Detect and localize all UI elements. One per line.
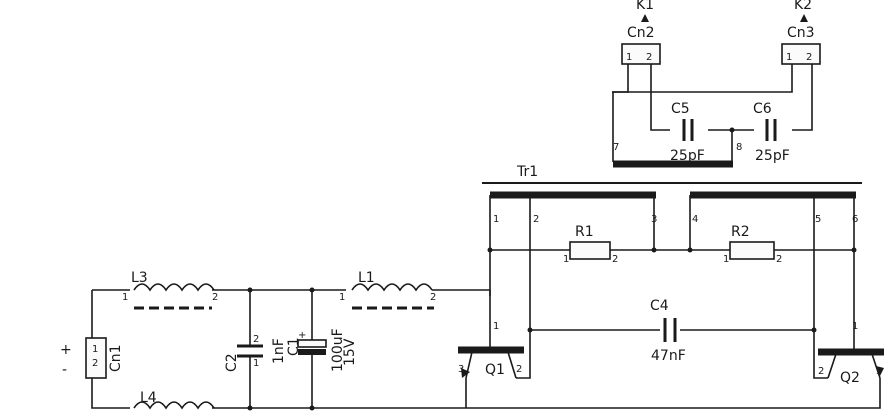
cn3-connector [781, 43, 821, 65]
wire-cn3-pin2 [732, 64, 813, 131]
transformer-tr1: Tr1 1 2 3 4 5 6 [482, 164, 862, 364]
wire-cn1-bottom [91, 378, 130, 409]
q1-pin2: 2 [516, 364, 522, 375]
q1-collector-lead [507, 351, 517, 379]
c2-value: 1nF [271, 338, 287, 364]
wire-q2-emitter-ground [466, 378, 881, 409]
junction-pin3 [651, 247, 657, 253]
k1-label: K1 [636, 0, 654, 13]
c6-value: 25pF [755, 148, 790, 164]
junction-r1 [487, 247, 493, 253]
tr1-pin7: 7 [613, 142, 619, 153]
q1-label: Q1 [485, 362, 505, 378]
input-filter: L3 1 2 L1 1 2 C2 1nF 2 1 C1 100uF 15V + … [60, 270, 881, 411]
junction-c2-bottom [247, 405, 253, 411]
tr1-pin4: 4 [692, 214, 698, 225]
c5-label: C5 [671, 101, 690, 117]
r1-pin2: 2 [612, 254, 618, 265]
tr1-pin3: 3 [651, 214, 657, 225]
c1-plate-a [297, 339, 327, 348]
k2-arrow-icon [800, 14, 808, 22]
q1-collector-pin: 1 [493, 321, 499, 332]
tr1-pin6: 6 [852, 214, 858, 225]
junction-r2 [851, 247, 857, 253]
q2-pin2: 2 [818, 366, 824, 377]
cn1-pin1: 1 [92, 344, 98, 355]
r1-body [569, 241, 611, 260]
l1-pin1: 1 [339, 292, 345, 303]
cn2-pin1: 1 [626, 52, 632, 63]
c2-label: C2 [224, 353, 240, 372]
cn3-pin2: 2 [806, 52, 812, 63]
q2-collector-lead [827, 353, 837, 379]
c5-gap [670, 128, 708, 134]
cn2-connector [621, 43, 661, 65]
tr1-label: Tr1 [516, 164, 538, 180]
r1-pin1: 1 [563, 254, 569, 265]
l4-label: L4 [140, 390, 157, 406]
k2-label: K2 [794, 0, 812, 13]
l3-label: L3 [131, 270, 148, 286]
l3-coil [133, 283, 215, 292]
cn3-label: Cn3 [787, 25, 815, 41]
q1-wire-right [516, 364, 531, 379]
l1-pin2: 2 [430, 292, 436, 303]
l3-pin1: 1 [122, 292, 128, 303]
c1-label: C1 [286, 337, 302, 356]
tr1-pin5: 5 [815, 214, 821, 225]
l4-coil [133, 401, 215, 410]
capacitor-c4: C4 47nF 1 1 [493, 298, 858, 364]
l1-label: L1 [358, 270, 375, 286]
tr1-pin8: 8 [736, 142, 742, 153]
cn1-connector [85, 337, 107, 379]
q2-emitter-arrow-icon [876, 366, 884, 376]
cn2-pin2: 2 [646, 52, 652, 63]
c4-value: 47nF [651, 348, 686, 364]
c5-value: 25pF [670, 148, 705, 164]
c4-label: C4 [650, 298, 669, 314]
k1-arrow-icon [641, 14, 649, 22]
transistor-q2: Q2 2 3 [813, 348, 884, 386]
q2-label: Q2 [840, 370, 860, 386]
q1-pin3: 3 [458, 364, 464, 375]
tr1-pin2: 2 [533, 214, 539, 225]
output-section: K1 K2 Cn2 1 2 Cn3 1 2 7 8 C5 25pF C6 25p… [612, 0, 821, 168]
cn1-pin2: 2 [92, 358, 98, 369]
q1-emitter-arrow-icon [461, 368, 470, 378]
cn1-label: Cn1 [108, 344, 124, 372]
cn2-label: Cn2 [627, 25, 655, 41]
junction-c4-left [527, 327, 533, 333]
q2-wire-left [813, 364, 828, 379]
c1-value: 100uF [330, 328, 346, 372]
input-minus: - [62, 362, 67, 378]
r2-pin2: 2 [776, 254, 782, 265]
c1-voltage: 15V [342, 338, 358, 366]
cn3-pin1: 1 [786, 52, 792, 63]
r2-body [729, 241, 775, 260]
c2-pin1: 1 [253, 358, 259, 369]
c6-label: C6 [753, 101, 772, 117]
junction-pin4 [687, 247, 693, 253]
r1-label: R1 [575, 224, 594, 240]
transistor-q1: Q1 3 2 [458, 346, 531, 379]
l1-coil [351, 283, 433, 292]
l3-pin2: 2 [212, 292, 218, 303]
r2-pin1: 1 [723, 254, 729, 265]
c6-gap [754, 128, 792, 134]
q2-collector-pin: 1 [852, 321, 858, 332]
c1-plus: + [298, 330, 306, 341]
c2-pin2: 2 [253, 334, 259, 345]
q2-pin3: 3 [876, 366, 882, 377]
junction-c4-right [811, 327, 817, 333]
tr1-pin1: 1 [493, 214, 499, 225]
input-plus: + [60, 342, 72, 358]
junction-c1-bottom [309, 405, 315, 411]
r2-label: R2 [731, 224, 750, 240]
c1-plate-b [298, 349, 326, 355]
wire-cn3-pin1 [612, 64, 793, 93]
resistor-network: R1 1 2 R2 1 2 [487, 224, 857, 265]
